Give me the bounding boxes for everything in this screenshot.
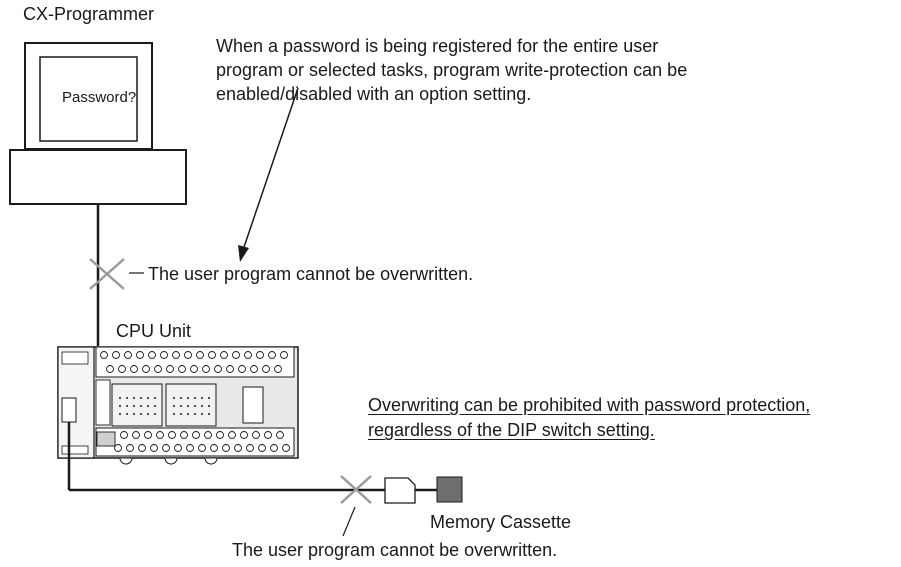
- memory-cassette-label: Memory Cassette: [430, 512, 572, 532]
- io-panel-right: [165, 383, 217, 427]
- annotation-arrow-head: [238, 245, 249, 262]
- password-prompt: Password?: [62, 89, 137, 106]
- computer-base: [9, 149, 187, 205]
- plc-left-bottom-label: [61, 445, 89, 455]
- protection-note-line-1: Overwriting can be prohibited with passw…: [368, 395, 811, 415]
- protection-note: Overwriting can be prohibited with passw…: [368, 393, 810, 443]
- option-note-line-3: enabled/disabled with an option setting.: [216, 84, 532, 104]
- plc-cpu-unit: [57, 346, 299, 465]
- terminal-row-top-1: [100, 351, 288, 359]
- cx-programmer-label: CX-Programmer: [23, 4, 155, 24]
- cassette-slot-icon: [384, 477, 416, 504]
- cross-mark-bottom: [340, 475, 372, 504]
- memory-cassette-icon: [436, 476, 463, 503]
- indicator-strip: [95, 379, 111, 426]
- terminal-row-top-2: [106, 365, 282, 373]
- io-panel-left: [111, 383, 163, 427]
- leader-bottom: [342, 506, 356, 537]
- cross-mark-top: [89, 258, 125, 290]
- io-panel-right-dots: [173, 397, 210, 415]
- annotation-arrow-line: [242, 87, 299, 251]
- plc-left-label: [61, 351, 89, 365]
- mounting-feet: [119, 457, 218, 465]
- option-note-line-1: When a password is being registered for …: [216, 36, 659, 56]
- io-panel-left-dots: [119, 397, 156, 415]
- dip-switch: [96, 431, 116, 447]
- protection-note-line-2: regardless of the DIP switch setting.: [368, 420, 655, 440]
- side-slot: [242, 386, 264, 424]
- cannot-overwrite-top-label: The user program cannot be overwritten.: [148, 264, 474, 284]
- terminal-row-bottom-1: [120, 431, 284, 439]
- option-note-line-2: program or selected tasks, program write…: [216, 60, 688, 80]
- terminal-row-bottom-2: [114, 444, 290, 452]
- cannot-overwrite-bottom-label: The user program cannot be overwritten.: [232, 540, 558, 560]
- computer-icon: [9, 42, 187, 205]
- cpu-unit-label: CPU Unit: [116, 321, 192, 341]
- monitor-screen: [39, 56, 138, 142]
- plc-left-port: [61, 397, 77, 423]
